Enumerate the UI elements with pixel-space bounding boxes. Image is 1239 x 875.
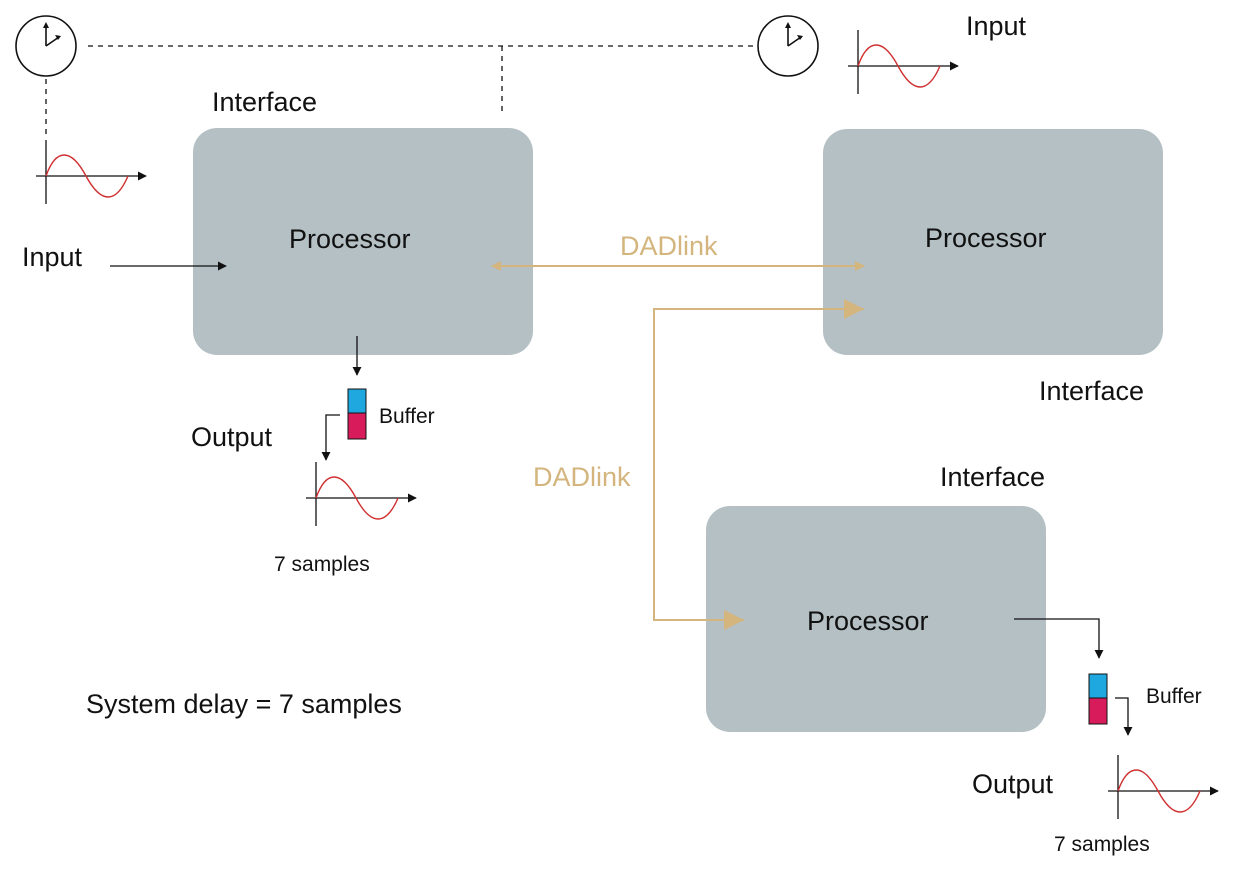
sine-wave-icon xyxy=(848,30,959,94)
samples-label-left: 7 samples xyxy=(274,553,370,576)
processor-label-bottom-right: Processor xyxy=(807,606,929,636)
buffer-icon xyxy=(347,388,367,440)
system-delay-label: System delay = 7 samples xyxy=(86,689,402,719)
clock-icon xyxy=(757,15,819,77)
dadlink-label-horizontal: DADlink xyxy=(620,231,718,261)
samples-label-bottom-right: 7 samples xyxy=(1054,833,1150,856)
interface-label-left: Interface xyxy=(212,87,318,117)
output-label-bottom-right: Output xyxy=(972,769,1054,799)
buffer-label-left: Buffer xyxy=(379,405,435,428)
output-label-left: Output xyxy=(191,422,273,452)
input-label-top-right: Input xyxy=(966,11,1027,41)
interface-label-top-right: Interface xyxy=(1039,376,1145,406)
buffer-to-output-arrow-right xyxy=(1115,697,1133,736)
processor-box-bottom-right: Processor xyxy=(706,506,1046,732)
processor-to-buffer-arrow-right xyxy=(1014,618,1104,659)
dadlink-label-vertical: DADlink xyxy=(533,462,631,492)
buffer-label-bottom-right: Buffer xyxy=(1146,685,1202,708)
processor-box-top-right: Processor xyxy=(823,129,1163,355)
input-label-left: Input xyxy=(22,242,83,272)
clock-sync-dashed-lines xyxy=(45,45,753,138)
sine-wave-icon xyxy=(1108,755,1219,819)
processor-label-left: Processor xyxy=(289,224,411,254)
processor-box-left: Processor xyxy=(193,128,533,355)
sine-wave-icon xyxy=(36,140,147,204)
clock-icon xyxy=(15,15,77,77)
dadlink-connector-vertical xyxy=(653,308,864,621)
sine-wave-icon xyxy=(306,462,417,526)
buffer-icon xyxy=(1088,673,1108,725)
processor-label-top-right: Processor xyxy=(925,223,1047,253)
buffer-to-output-arrow-left xyxy=(321,414,340,461)
interface-label-bottom-right: Interface xyxy=(940,462,1046,492)
